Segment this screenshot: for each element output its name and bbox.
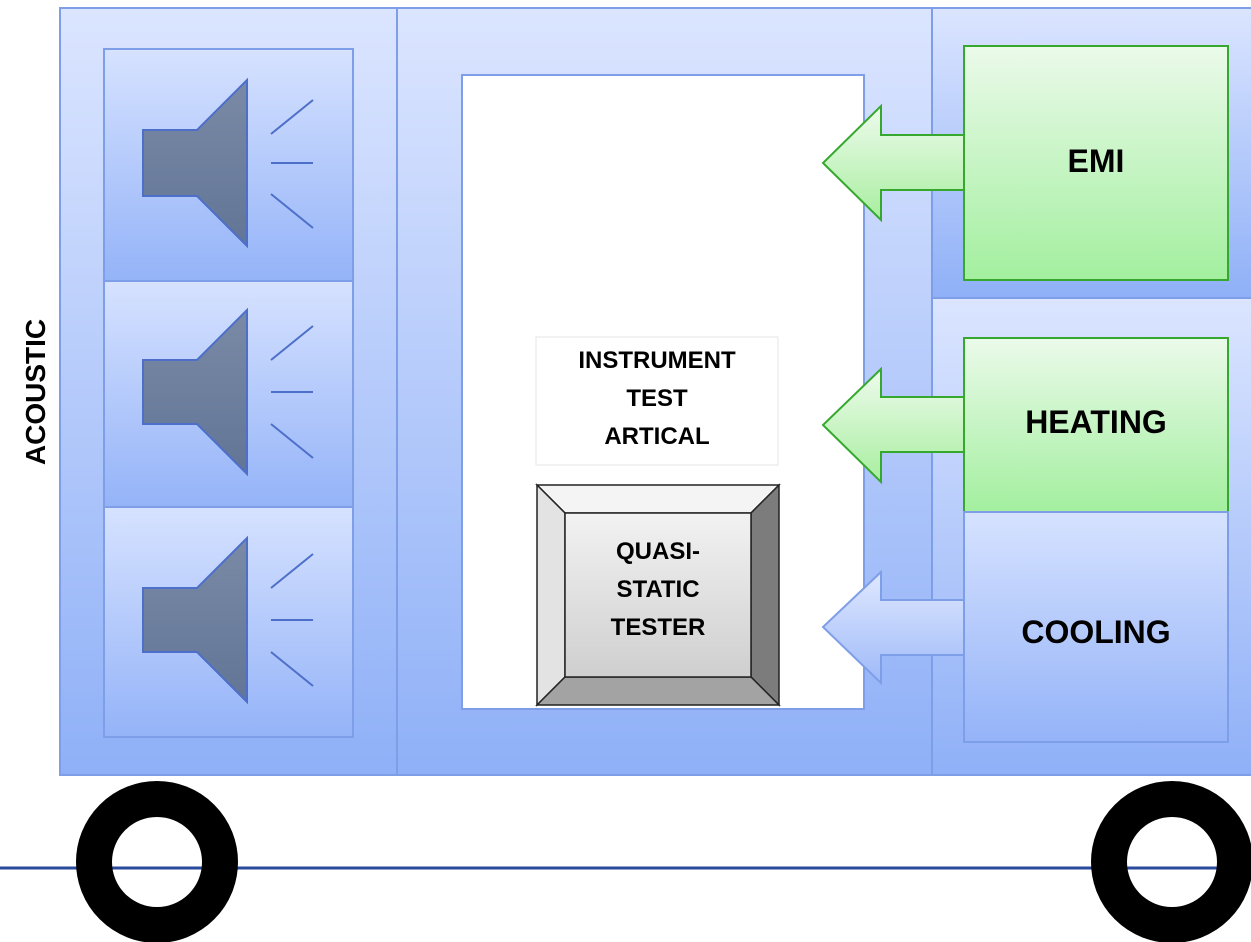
speaker-icon <box>142 77 314 249</box>
emi-module: EMI <box>963 45 1229 281</box>
emi-label: EMI <box>1068 143 1125 179</box>
speaker-icon <box>142 307 314 477</box>
tester-label-line-3: TESTER <box>611 614 706 641</box>
cooling-arrow <box>821 569 965 686</box>
speaker-icon <box>142 535 314 705</box>
emi-arrow <box>821 103 965 223</box>
heating-arrow <box>821 366 965 485</box>
tester-label-line-2: STATIC <box>616 576 699 603</box>
instrument-label-line-1: INSTRUMENT <box>578 347 736 374</box>
speaker-cell-2 <box>103 280 354 508</box>
acoustic-label: ACOUSTIC <box>20 319 51 465</box>
center-chamber-panel <box>396 7 933 776</box>
quasi-static-tester: QUASI- STATIC TESTER <box>535 483 781 707</box>
speaker-cell-3 <box>103 506 354 738</box>
heating-label: HEATING <box>1025 404 1167 440</box>
cooling-label: COOLING <box>1021 614 1170 650</box>
speaker-cell-1 <box>103 48 354 282</box>
cooling-module: COOLING <box>963 511 1229 743</box>
instrument-test-article: INSTRUMENT TEST ARTICAL <box>535 336 779 466</box>
tester-label-line-1: QUASI- <box>616 538 700 565</box>
heating-module: HEATING <box>963 337 1229 513</box>
wheel-icon <box>76 781 238 942</box>
instrument-label-line-3: ARTICAL <box>604 423 709 450</box>
instrument-label-line-2: TEST <box>626 385 688 412</box>
wheel-icon <box>1091 781 1251 942</box>
